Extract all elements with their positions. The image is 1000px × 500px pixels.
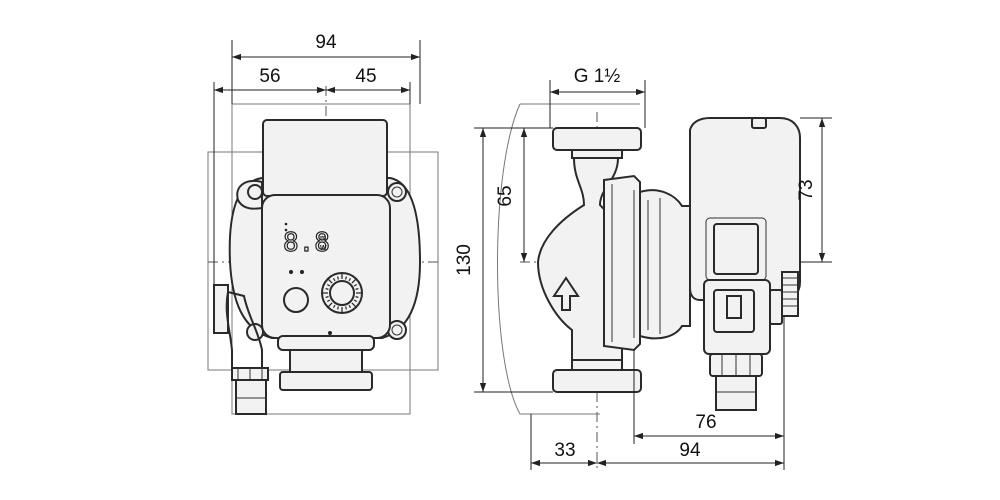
top-flange (552, 127, 642, 151)
knob-tick (325, 288, 329, 290)
side-envelope-curve (497, 103, 600, 415)
knob-tick (345, 306, 347, 310)
knob-tick (355, 288, 359, 290)
stator-housing (639, 189, 691, 340)
dim-label-65: 65 (495, 185, 516, 206)
motor-flange-plate (603, 174, 641, 352)
rotary-knob[interactable] (321, 272, 363, 314)
indicator-dot-right (300, 270, 304, 274)
screw-top-right (387, 182, 407, 202)
bottom-flange (279, 371, 373, 391)
dim-label-thread: G 1½ (574, 66, 621, 87)
knob-tick (353, 299, 358, 303)
dim-label-45: 45 (355, 66, 376, 87)
left-cable-clip (213, 284, 229, 334)
plug-face (713, 289, 755, 333)
ribbed-edge (781, 271, 799, 317)
dim-label-130: 130 (454, 244, 475, 276)
display-digits: 8.8 (283, 228, 330, 258)
bottom-flange-neck (571, 359, 623, 371)
control-box (261, 194, 391, 339)
knob-tick (348, 304, 352, 309)
knob-tick (353, 283, 358, 287)
front-view: 8.8 m W (207, 32, 439, 415)
knob-ticks (323, 274, 361, 312)
dim-label-33: 33 (554, 440, 575, 461)
casing-window (713, 223, 759, 275)
knob-tick (325, 296, 329, 298)
plug-side-clip (769, 289, 783, 325)
knob-tick (326, 283, 331, 287)
casing-top-tab (751, 117, 767, 129)
knob-tick (348, 277, 352, 282)
knob-tick (345, 276, 347, 280)
plug-latch (726, 295, 742, 319)
bottom-port (289, 349, 363, 373)
dim-label-94-front: 94 (315, 32, 337, 53)
knob-tick (328, 302, 333, 307)
knob-outer-ring (321, 272, 363, 314)
knob-tick (332, 304, 336, 309)
knob-tick (332, 277, 336, 282)
display-unit-top: m (320, 235, 326, 242)
knob-tick (337, 276, 339, 280)
knob-tick (328, 279, 333, 284)
bottom-flange-side (552, 369, 642, 393)
knob-reference-dot (328, 331, 332, 335)
motor-top-cap (262, 119, 388, 197)
cable-gland-body (235, 379, 267, 415)
dim-label-76: 76 (695, 412, 716, 433)
indicator-dot-left (289, 270, 293, 274)
screw-bottom-right-inner (391, 324, 403, 336)
dim-label-56: 56 (259, 66, 280, 87)
knob-tick (326, 299, 331, 303)
mode-button[interactable] (283, 287, 309, 313)
top-flange-neck (571, 149, 623, 159)
knob-tick (351, 279, 356, 284)
display-unit-bottom: W (320, 245, 327, 252)
led-display: 8.8 m W (282, 222, 331, 259)
side-view: G 1½ 130 65 73 76 33 94 (454, 66, 832, 470)
dim-label-73: 73 (796, 179, 817, 200)
dim-label-94-side: 94 (679, 440, 701, 461)
screw-top-right-inner (391, 186, 403, 198)
knob-center (329, 280, 355, 306)
knob-tick (355, 296, 359, 298)
side-gland-body (715, 375, 757, 411)
bottom-neck (277, 335, 375, 351)
knob-tick (351, 302, 356, 307)
flow-arrow-icon (552, 276, 580, 311)
knob-tick (337, 306, 339, 310)
